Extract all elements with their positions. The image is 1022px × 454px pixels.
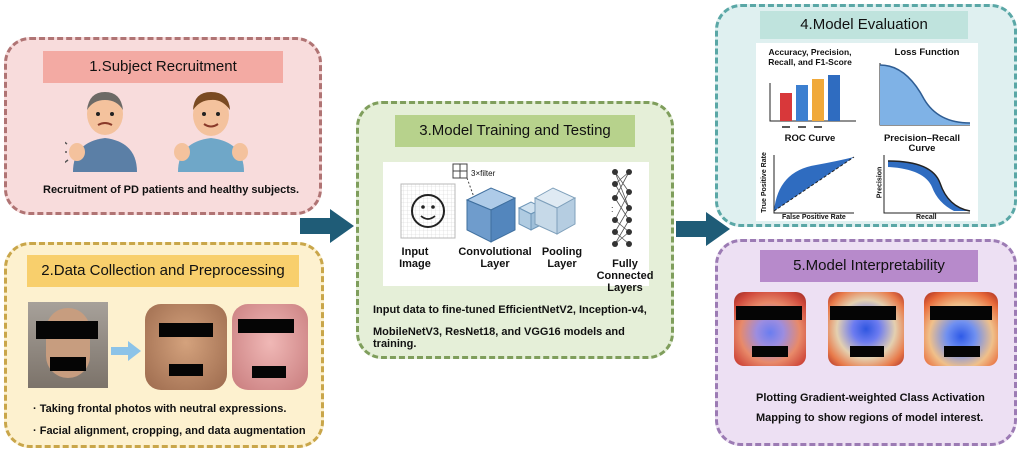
input-image-label: Input Image <box>399 246 431 270</box>
loss-chart-title: Loss Function <box>894 47 960 58</box>
filter-label: 3×filter <box>471 169 496 178</box>
gradcam-heatmap <box>924 292 998 366</box>
healthy-subject-illustration <box>174 92 248 172</box>
evaluation-chart-graphics <box>769 63 971 214</box>
pr-x-label: Recall <box>916 214 937 221</box>
panel-title: 5.Model Interpretability <box>760 250 978 282</box>
metric-bar <box>780 93 792 121</box>
metric-bar <box>828 75 840 121</box>
gradcam-heatmap <box>734 292 806 366</box>
roc-x-label: False Positive Rate <box>782 214 846 221</box>
panel-title: 3.Model Training and Testing <box>395 115 635 147</box>
interpretability-caption-2: Mapping to show regions of model interes… <box>756 412 984 424</box>
pooling-layer-label: Pooling Layer <box>541 246 583 270</box>
fully-connected-layers-label: Fully Connected Layers <box>596 258 654 294</box>
roc-chart-title: ROC Curve <box>784 133 836 144</box>
training-description-2: MobileNetV3, ResNet18, and VGG16 models … <box>373 326 625 350</box>
evaluation-charts: Accuracy, Precision, Recall, and F1-Scor… <box>756 43 978 221</box>
pr-chart-title: Precision–Recall Curve <box>883 133 961 154</box>
data-collection-panel: 2.Data Collection and Preprocessing · Ta… <box>4 242 324 448</box>
cnn-illustration: : <box>400 163 632 247</box>
patient-illustration <box>65 92 137 172</box>
interpretability-caption-1: Plotting Gradient-weighted Class Activat… <box>756 392 985 404</box>
recruitment-caption: Recruitment of PD patients and healthy s… <box>43 184 300 196</box>
training-description-1: Input data to fine-tuned EfficientNetV2,… <box>373 304 647 316</box>
metric-bar <box>812 79 824 121</box>
model-evaluation-panel: 4.Model Evaluation Accuracy, Precision, … <box>715 4 1017 227</box>
panel-title: 2.Data Collection and Preprocessing <box>27 255 299 287</box>
pr-y-label: Precision <box>876 166 884 199</box>
panel-title: 4.Model Evaluation <box>760 11 968 39</box>
augmented-face-photo <box>232 304 308 390</box>
raw-face-photo <box>28 302 108 388</box>
cnn-diagram: : 3×filter Input Image Convolutional Lay… <box>383 162 653 294</box>
metrics-chart-title: Accuracy, Precision, Recall, and F1-Scor… <box>768 47 852 67</box>
flow-arrow-right <box>676 212 730 246</box>
collection-bullet-1: · Taking frontal photos with neutral exp… <box>33 403 287 415</box>
gradcam-heatmap <box>828 292 904 366</box>
convolutional-layer-label: Convolutional Layer <box>458 246 532 270</box>
flow-arrow-right <box>300 209 354 243</box>
panel-title: 1.Subject Recruitment <box>43 51 283 83</box>
model-training-panel: 3.Model Training and Testing <box>356 101 674 359</box>
arrow-right-icon <box>111 341 141 361</box>
roc-y-label: True Positive Rate <box>760 152 768 213</box>
svg-text::: : <box>611 204 614 214</box>
collection-bullet-2: · Facial alignment, cropping, and data a… <box>33 425 306 437</box>
model-interpretability-panel: 5.Model Interpretability Plotting Gradie… <box>715 239 1017 446</box>
subject-recruitment-panel: 1.Subject Recruitment Recruitment of PD … <box>4 37 322 215</box>
cropped-face-photo <box>145 304 227 390</box>
metric-bar <box>796 85 808 121</box>
